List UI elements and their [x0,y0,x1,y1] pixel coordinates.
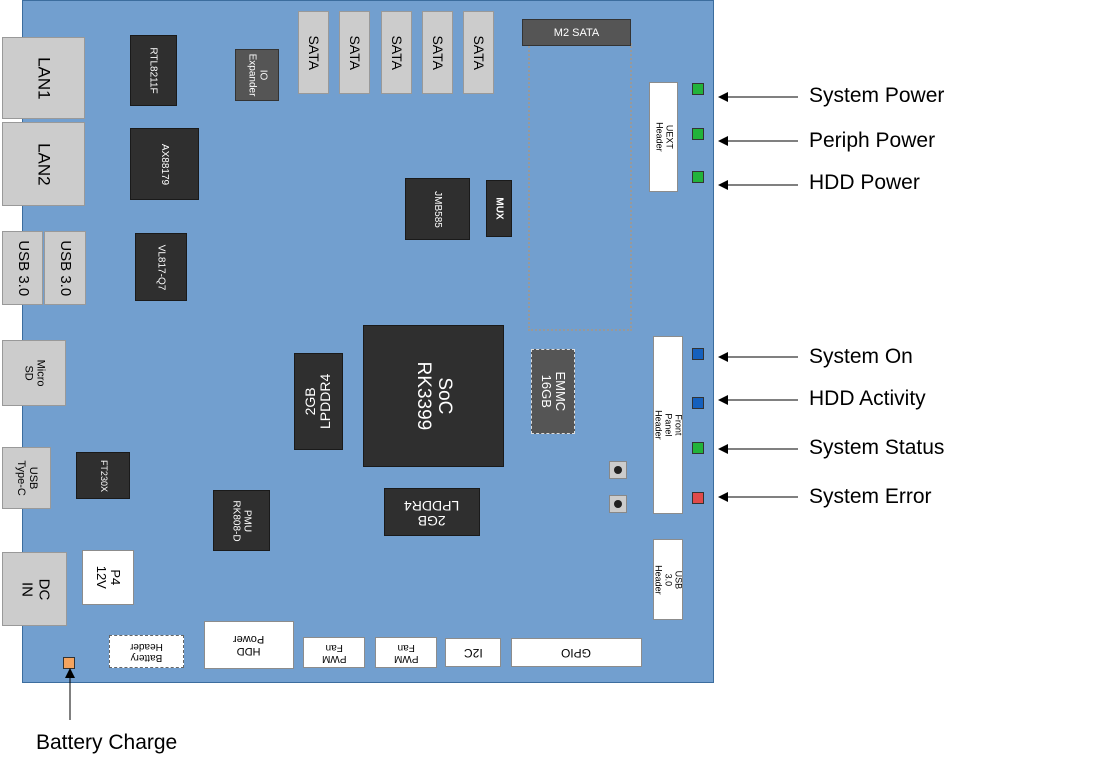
led-periph-power [692,128,704,140]
label-hdd-activity: HDD Activity [809,387,926,410]
usb30-port-a: USB 3.0 [2,231,43,305]
sata-port-1: SATA [298,11,329,94]
usb30-header: USB 3.0 Header [653,539,684,620]
front-panel-header: Front Panel Header [653,336,684,514]
pwm-fan-header-2: PWM Fan [375,637,437,668]
lan2-port: LAN2 [2,122,85,206]
pwm-fan-header-1: PWM Fan [303,637,365,668]
label-system-power: System Power [809,84,945,107]
led-system-on [692,348,704,360]
jmb585-chip: JMB585 [405,178,470,240]
sata-port-4: SATA [422,11,453,94]
battery-header: Battery Header [109,635,184,668]
i2c-header: I2C [445,638,501,667]
m2-sata-connector: M2 SATA [522,19,631,46]
led-hdd-activity [692,397,704,409]
led-system-status [692,442,704,454]
label-system-status: System Status [809,436,945,459]
m2-sata-label: M2 SATA [553,26,600,39]
micro-sd-slot: Micro SD [2,340,66,406]
sata-port-5: SATA [463,11,494,94]
label-periph-power: Periph Power [809,129,936,152]
button-dot-icon [614,500,622,508]
lan1-port: LAN1 [2,37,85,119]
sata-port-2: SATA [339,11,370,94]
usb30-port-b: USB 3.0 [44,231,86,305]
label-system-on: System On [809,345,913,368]
pmu-chip: PMU RK808-D [213,490,270,551]
gpio-header: GPIO [511,638,642,667]
uext-header: UEXT Header [649,82,678,192]
mux-chip: MUX [486,180,512,237]
led-system-error [692,492,704,504]
label-system-error: System Error [809,485,932,508]
p4-12v-connector: P4 12V [82,550,134,605]
board-button-2[interactable] [609,495,627,513]
ax88179-chip: AX88179 [130,128,199,200]
lpddr4-bottom-chip: 2GB LPDDR4 [384,488,480,536]
io-expander-chip: IO Expander [235,49,279,101]
rtl8211f-chip: RTL8211F [130,35,177,106]
led-hdd-power [692,171,704,183]
usb-type-c-port: USB Type-C [2,447,51,509]
dc-in-jack: DC IN [2,552,67,626]
hdd-power-header: HDD Power [204,621,294,669]
ft230x-chip: FT230X [76,452,130,499]
led-system-power [692,83,704,95]
lpddr4-left-chip: 2GB LPDDR4 [294,353,343,450]
button-dot-icon [614,466,622,474]
label-hdd-power: HDD Power [809,171,920,194]
sata-port-3: SATA [381,11,412,94]
soc-rk3399: SoC RK3399 [363,325,504,467]
emmc-chip: EMMC 16GB [531,349,575,434]
board-button-1[interactable] [609,461,627,479]
label-battery-charge: Battery Charge [36,731,178,754]
vl817-chip: VL817-Q7 [135,233,187,301]
